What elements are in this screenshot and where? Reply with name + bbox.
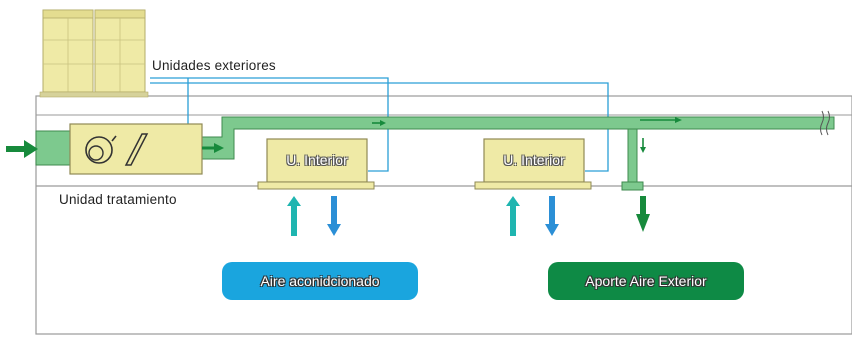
indoor-unit-1 xyxy=(257,138,375,190)
supply-arrow-2 xyxy=(545,196,559,236)
return-arrow-1 xyxy=(287,196,301,236)
duct-flow-arrows xyxy=(202,117,682,153)
fan-icon xyxy=(85,136,113,164)
building-outline xyxy=(35,95,852,335)
treatment-unit xyxy=(69,123,203,175)
supply-arrow-1 xyxy=(327,196,341,236)
intake-arrow xyxy=(6,140,38,158)
treatment-unit-label: Unidad tratamiento xyxy=(59,192,177,207)
return-arrow-2 xyxy=(506,196,520,236)
intake-duct xyxy=(35,130,73,166)
supply-duct xyxy=(199,110,835,191)
indoor-unit-2 xyxy=(474,138,592,190)
outdoor-units xyxy=(39,9,149,98)
outdoor-air-arrow xyxy=(636,196,650,232)
filter-icon xyxy=(124,133,149,166)
conditioned-air-badge: Aire aconidcionado xyxy=(222,262,418,300)
indoor-unit-2-label: U. Interior xyxy=(503,152,565,168)
outdoor-units-label: Unidades exteriores xyxy=(152,58,276,73)
indoor-unit-1-label: U. Interior xyxy=(286,152,348,168)
outdoor-air-supply-badge: Aporte Aire Exterior xyxy=(548,262,744,300)
